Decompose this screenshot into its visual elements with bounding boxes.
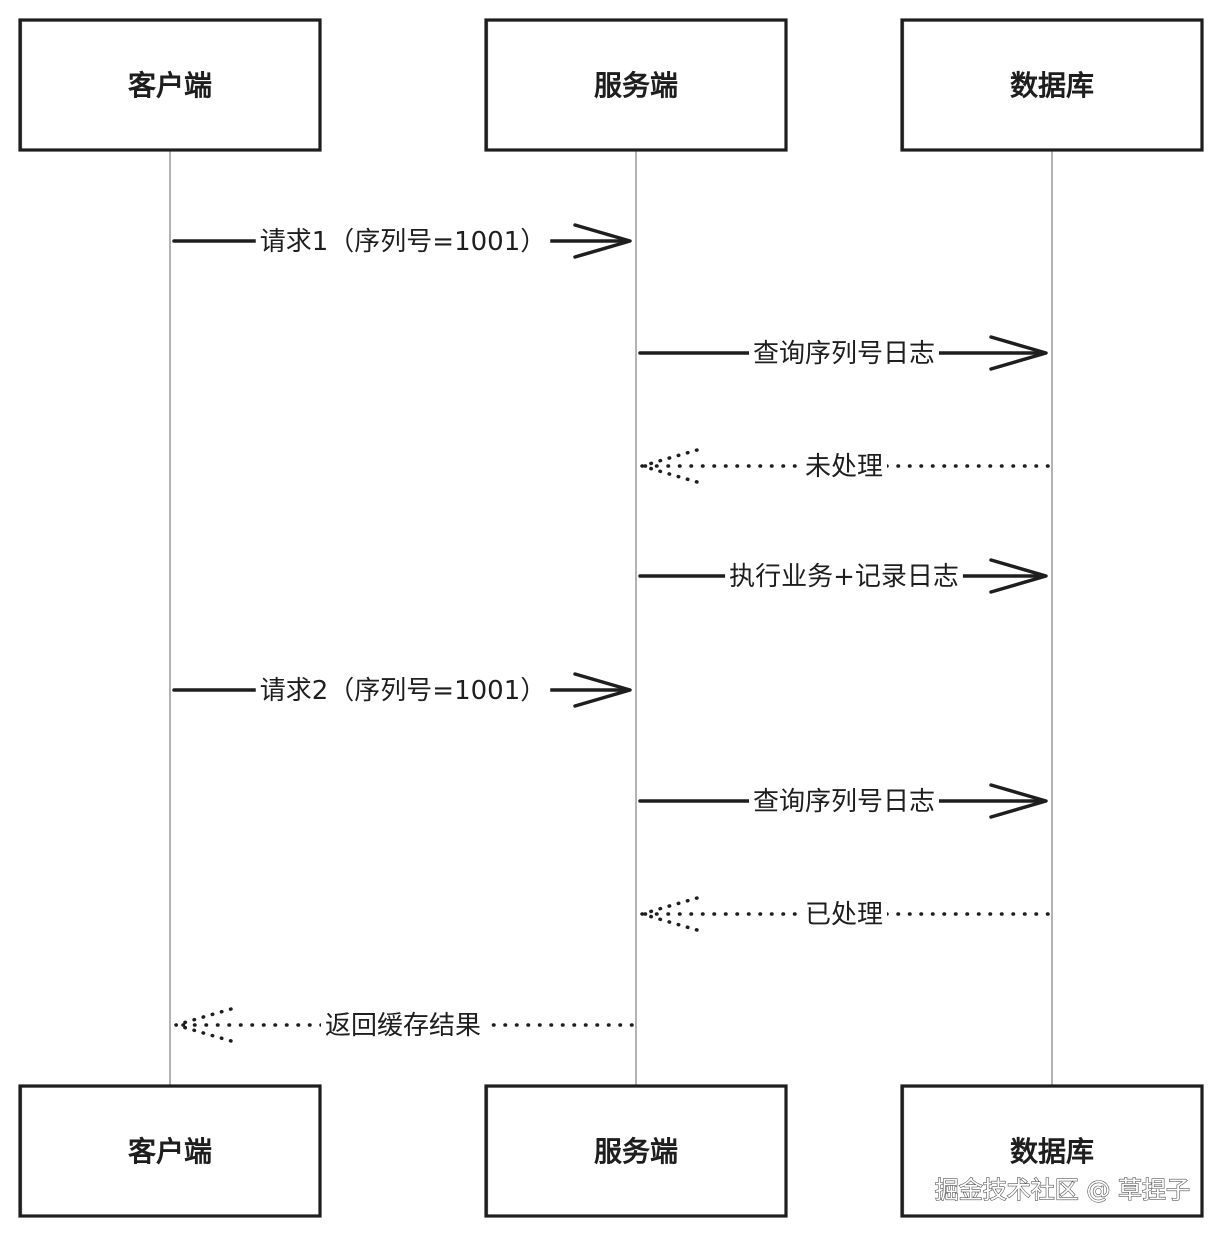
message-2: 查询序列号日志	[638, 335, 1048, 371]
arrow-head-2	[989, 335, 1048, 371]
arrow-head-4	[989, 558, 1048, 594]
message-8: 返回缓存结果	[174, 1007, 634, 1043]
participant-box-client-bottom: 客户端	[18, 1084, 322, 1218]
arrow-head-5	[573, 672, 632, 708]
participant-box-server-bottom: 服务端	[484, 1084, 788, 1218]
message-label-7: 已处理	[805, 900, 883, 930]
arrow-head-6	[989, 783, 1048, 819]
participant-label-server-bottom: 服务端	[594, 1135, 678, 1168]
message-7: 已处理	[640, 896, 1050, 932]
arrow-head-7	[640, 896, 699, 932]
message-label-1: 请求1（序列号=1001）	[260, 227, 547, 257]
message-label-8: 返回缓存结果	[325, 1011, 481, 1041]
participant-box-database-top: 数据库	[900, 18, 1204, 152]
message-label-2: 查询序列号日志	[753, 339, 935, 369]
message-label-6: 查询序列号日志	[753, 787, 935, 817]
participant-box-server-top: 服务端	[484, 18, 788, 152]
arrow-head-3	[640, 448, 699, 484]
participant-label-client-bottom: 客户端	[128, 1135, 212, 1168]
arrow-head-8	[174, 1007, 233, 1043]
arrow-head-1	[573, 223, 632, 259]
participant-label-client-top: 客户端	[128, 69, 212, 102]
participant-box-database-bottom: 数据库	[900, 1084, 1204, 1218]
message-label-4: 执行业务+记录日志	[729, 562, 959, 592]
watermark-text: 掘金技术社区 @ 草捏子	[935, 1176, 1190, 1204]
participant-label-server-top: 服务端	[594, 69, 678, 102]
participant-label-database-bottom: 数据库	[1010, 1135, 1094, 1168]
message-label-3: 未处理	[805, 452, 883, 482]
message-3: 未处理	[640, 448, 1050, 484]
participant-box-client-top: 客户端	[18, 18, 322, 152]
message-4: 执行业务+记录日志	[638, 558, 1048, 594]
message-6: 查询序列号日志	[638, 783, 1048, 819]
message-label-5: 请求2（序列号=1001）	[260, 676, 547, 706]
participant-label-database-top: 数据库	[1010, 69, 1094, 102]
message-1: 请求1（序列号=1001）	[172, 223, 632, 259]
message-5: 请求2（序列号=1001）	[172, 672, 632, 708]
